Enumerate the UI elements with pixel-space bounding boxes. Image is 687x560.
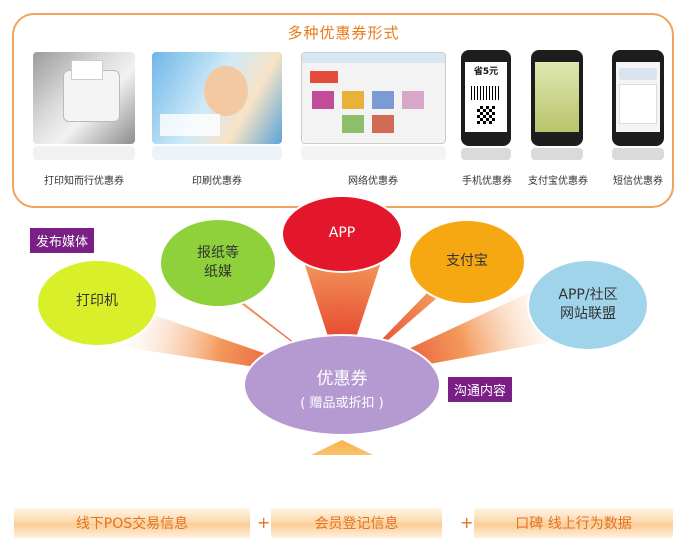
thumb-mobile-reflection [461, 148, 511, 160]
ellipse-coupon-center [243, 334, 441, 436]
media-label-alipay: 支付宝 [417, 252, 517, 271]
ellipse-paper [159, 218, 277, 308]
ellipse-community [527, 259, 649, 351]
plus-sign-1: + [257, 513, 271, 532]
thumb-printed-reflection [152, 146, 282, 160]
ellipse-printer [36, 259, 158, 347]
data-source-online-label: 口碑 线上行为数据 [515, 516, 632, 532]
caption-sms-coupon: 短信优惠券 [613, 176, 663, 187]
coupon-forms-title: 多种优惠券形式 [287, 24, 400, 42]
media-label-app-line1: APP [328, 225, 356, 241]
qrcode-icon [477, 106, 495, 124]
ellipse-app [281, 195, 403, 273]
caption-print-coupon: 打印知而行优惠券 [44, 176, 124, 187]
media-label-community-line1: APP/社区 [558, 287, 618, 303]
media-label-paper-line1: 报纸等 [197, 245, 239, 261]
mobile-coupon-text: 省5元 [473, 67, 499, 77]
media-label-printer: 打印机 [47, 292, 147, 311]
barcode-icon [471, 86, 501, 100]
media-label-community-line2: 网站联盟 [560, 306, 616, 322]
media-tag: 发布媒体 [30, 228, 95, 253]
data-source-pos-label: 线下POS交易信息 [75, 516, 189, 532]
media-label-paper-line2: 纸媒 [204, 264, 232, 280]
thumb-print-reflection [33, 146, 135, 160]
media-fan-diagram [36, 195, 649, 455]
thumb-print-coupon [33, 52, 135, 144]
data-source-online: 口碑 线上行为数据 [474, 508, 673, 538]
thumb-printed-coupon [152, 52, 282, 144]
media-label-alipay-line1: 支付宝 [446, 253, 488, 269]
thumb-alipay-reflection [531, 148, 583, 160]
plus-sign-2: + [460, 513, 474, 532]
thumb-sms-reflection [612, 148, 664, 160]
thumb-mobile-coupon: 省5元 [461, 50, 511, 146]
coupon-title: 优惠券 [316, 369, 368, 389]
caption-printed-coupon: 印刷优惠券 [192, 176, 242, 187]
media-label-app: APP [292, 224, 392, 243]
data-source-member: 会员登记信息 [271, 508, 442, 538]
up-arrow [311, 440, 373, 455]
thumb-web-reflection [301, 146, 446, 160]
coupon-subtitle: ( 赠品或折扣 ) [300, 396, 384, 411]
media-label-printer-line1: 打印机 [76, 293, 118, 309]
thumb-sms-coupon [612, 50, 664, 146]
data-source-pos: 线下POS交易信息 [14, 508, 250, 538]
content-tag: 沟通内容 [448, 377, 513, 402]
media-label-paper: 报纸等 纸媒 [168, 244, 268, 282]
ellipse-alipay [408, 219, 526, 305]
thumb-web-coupon [301, 52, 446, 144]
caption-web-coupon: 网络优惠券 [348, 176, 398, 187]
beam-app [300, 250, 385, 380]
data-source-member-label: 会员登记信息 [314, 516, 399, 532]
media-label-community: APP/社区 网站联盟 [538, 286, 638, 324]
caption-alipay-coupon: 支付宝优惠券 [528, 176, 588, 187]
caption-mobile-coupon: 手机优惠券 [462, 176, 512, 187]
thumb-alipay-coupon [531, 50, 583, 146]
